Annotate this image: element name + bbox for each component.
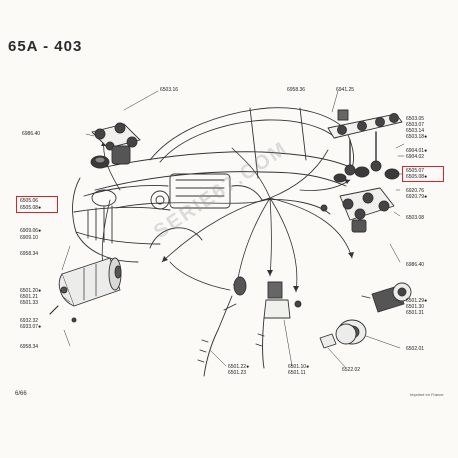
- part-label: 6958.36: [287, 87, 306, 93]
- leader-lines: [61, 90, 405, 368]
- part-label: 6505.08●: [406, 174, 428, 180]
- part-label: 6503.14: [406, 128, 425, 134]
- part-label: 6904.01●: [406, 148, 428, 154]
- starter-motor-drawing: [49, 257, 122, 323]
- part-label: 6503.08: [406, 215, 425, 221]
- part-label: 6986.40: [22, 131, 41, 137]
- part-label: 6909.10: [20, 235, 39, 241]
- ignition-switch-right: [361, 282, 412, 313]
- part-label: 6920.79●: [406, 194, 428, 200]
- part-label: 6986.40: [406, 262, 425, 268]
- small-clip-drawing: [319, 333, 337, 349]
- part-label: 6501.11: [288, 370, 306, 376]
- part-label: 6501.23: [228, 370, 247, 376]
- part-label: 6501.31: [406, 310, 425, 316]
- page-title: 65A - 403: [8, 38, 83, 55]
- engine-mount-top-right: [327, 109, 403, 183]
- part-label: 6933.07●: [20, 324, 42, 330]
- part-label: 6501.33: [20, 300, 39, 306]
- part-label: 6502.01: [406, 346, 425, 352]
- part-label: 6501.30: [406, 304, 425, 310]
- highlight-box-right: [402, 166, 444, 182]
- choke-cable-left: [197, 276, 247, 377]
- part-label: 6505.08●: [20, 205, 42, 211]
- cable-lines: [101, 139, 353, 293]
- page-number: 6/66: [15, 391, 27, 397]
- car-body-drawing: [72, 107, 355, 263]
- part-label: 6932.32: [20, 318, 39, 324]
- part-label: 6501.29●: [406, 298, 428, 304]
- part-label: 6501.21: [20, 294, 39, 300]
- part-label: 6958.34: [20, 344, 39, 350]
- part-label: 6501.22●: [228, 364, 250, 370]
- engine-mount-mid-right: [320, 187, 395, 233]
- part-label: 6503.07: [406, 122, 425, 128]
- part-label: 6920.76: [406, 188, 425, 194]
- part-label: 6501.10●: [288, 364, 310, 370]
- part-label: 6904.02: [406, 154, 425, 160]
- pulley-drawing: [335, 319, 367, 345]
- part-label: 6522.02: [342, 367, 361, 373]
- printed-note: Imprimé en France: [410, 392, 444, 397]
- part-label: 6941.25: [336, 87, 355, 93]
- part-label: 6505.06: [20, 198, 39, 204]
- highlight-box-left: [16, 196, 58, 213]
- part-label: 6501.20●: [20, 288, 42, 294]
- engine-mount-top-left: [90, 122, 141, 169]
- part-label: 6505.07: [406, 168, 425, 174]
- throttle-cable-center: [255, 281, 302, 369]
- part-label: 6909.06●: [20, 228, 42, 234]
- part-label: 6958.34: [20, 251, 39, 257]
- part-label: 6503.18●: [406, 134, 428, 140]
- part-label: 6503.16: [160, 87, 179, 93]
- part-label: 6503.05: [406, 116, 425, 122]
